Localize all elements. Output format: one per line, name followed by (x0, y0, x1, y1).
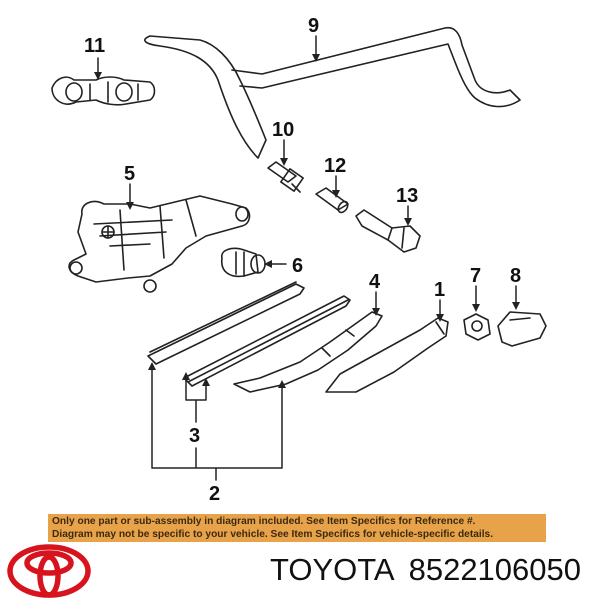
brand-line: TOYOTA 8522106050 (270, 552, 581, 588)
callout-4: 4 (369, 271, 381, 293)
cover-part-8 (497, 311, 547, 347)
wiper-blade-part-3 (183, 295, 351, 387)
nut-part-7 (463, 313, 491, 341)
nozzle-part-13 (355, 209, 421, 253)
callout-5: 5 (124, 163, 135, 185)
cap-part-6 (220, 247, 266, 278)
wiper-arm-part-1 (325, 317, 449, 393)
washer-hose-part-9 (144, 26, 521, 159)
callout-11: 11 (84, 35, 105, 57)
callout-10: 10 (272, 119, 294, 141)
toyota-logo-icon (7, 544, 91, 598)
brand-name: TOYOTA (270, 552, 395, 587)
callout-12: 12 (324, 155, 346, 177)
wiper-arm-part-2 (147, 281, 305, 365)
wiper-motor-part-5 (68, 195, 251, 293)
part-number: 8522106050 (408, 552, 582, 587)
callout-2: 2 (209, 483, 220, 505)
callout-6: 6 (292, 255, 303, 277)
notice-line-1: Only one part or sub-assembly in diagram… (52, 516, 476, 527)
callout-1: 1 (434, 279, 445, 301)
callout-3: 3 (189, 425, 200, 447)
diagram-notice-banner: Only one part or sub-assembly in diagram… (48, 514, 546, 542)
blade-assembly-part-4 (233, 311, 383, 393)
pin-part-12 (315, 187, 349, 214)
notice-line-2: Diagram may not be specific to your vehi… (52, 529, 494, 540)
callout-7: 7 (470, 265, 481, 287)
connector-part-10 (267, 161, 304, 193)
callout-8: 8 (510, 265, 521, 287)
hose-connector-part-11 (51, 76, 156, 106)
callout-13: 13 (396, 185, 418, 207)
callout-9: 9 (308, 15, 319, 37)
